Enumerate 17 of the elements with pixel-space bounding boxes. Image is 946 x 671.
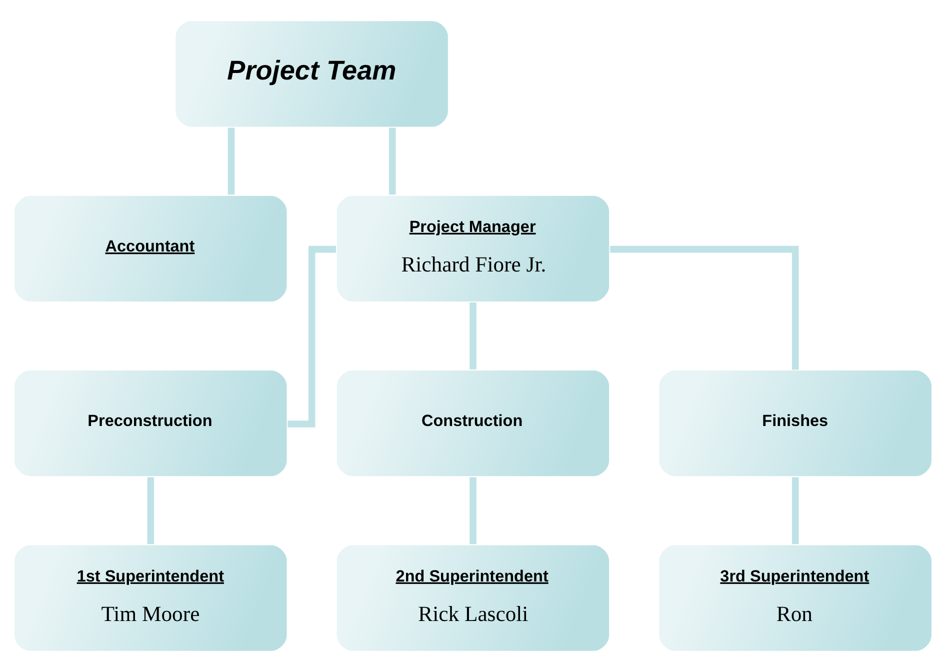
node-box: Preconstruction — [13, 368, 288, 478]
connector — [288, 245, 336, 427]
node-box: 3rd Superintendent Ron — [658, 543, 933, 652]
node-box: 1st Superintendent Tim Moore — [13, 543, 288, 652]
node-box: Accountant — [13, 194, 288, 302]
connector — [470, 476, 476, 544]
connector — [610, 245, 799, 370]
connector — [228, 127, 235, 194]
node-box: Project Team — [174, 19, 450, 128]
connector — [792, 476, 799, 544]
node-box: Project Manager Richard Fiore Jr. — [336, 194, 610, 302]
connector — [389, 127, 396, 194]
node-box: Construction — [336, 368, 610, 478]
connector — [470, 302, 476, 369]
node-box: Finishes — [658, 368, 933, 478]
connector — [147, 476, 154, 544]
node-box: 2nd Superintendent Rick Lascoli — [336, 543, 610, 652]
